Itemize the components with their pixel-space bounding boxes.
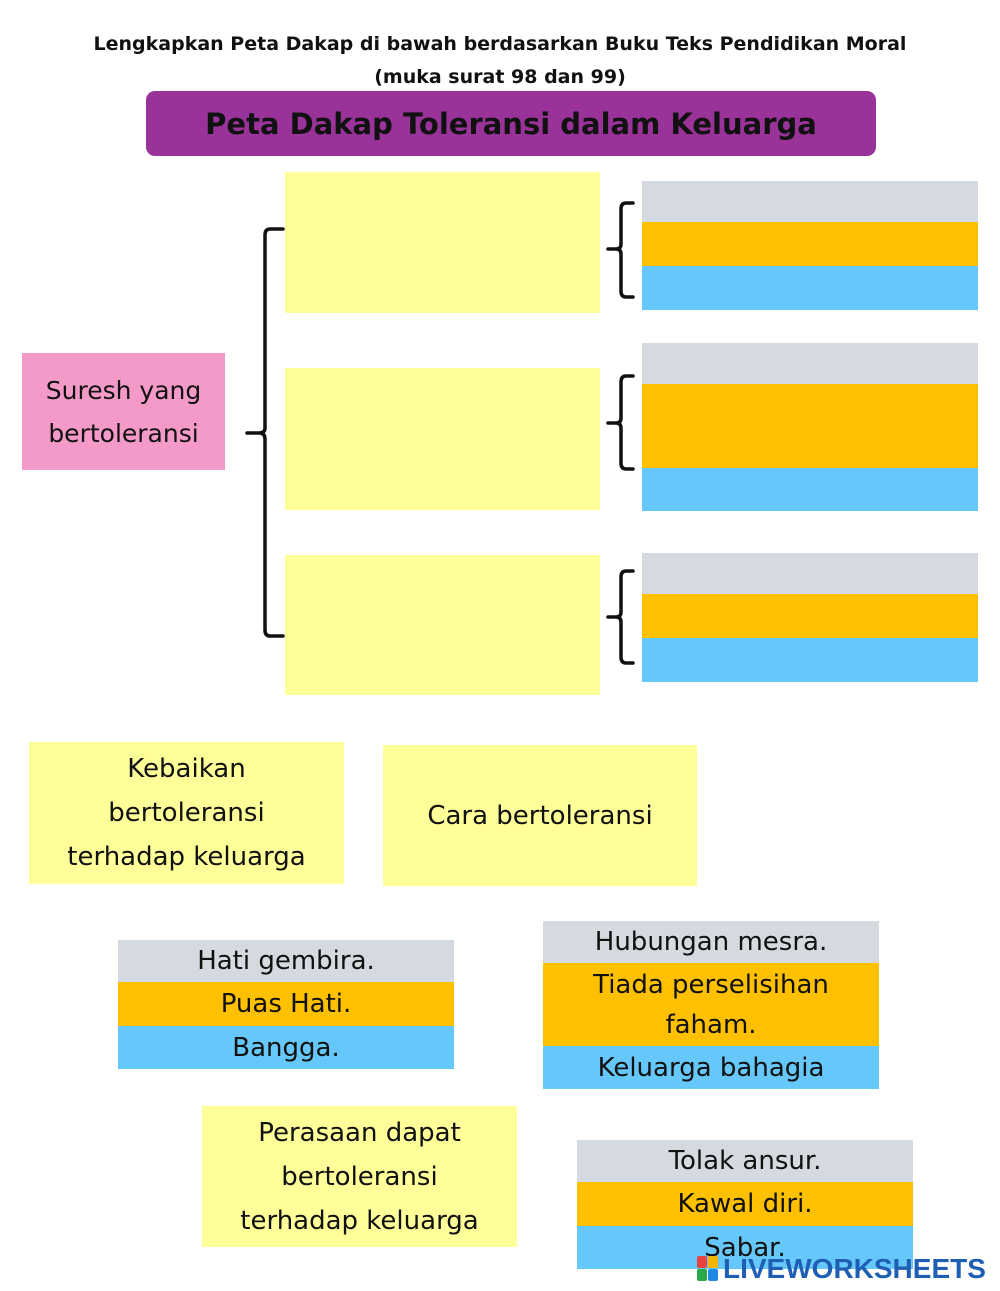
- card-perasaan-line-2: bertoleransi: [281, 1161, 438, 1192]
- card-kebaikan-line-2: bertoleransi: [108, 798, 265, 828]
- feelings-item-1: Hati gembira.: [118, 940, 454, 982]
- card-kebaikan-line-3: terhadap keluarga: [67, 842, 306, 872]
- answer-slot-3-orange[interactable]: [642, 594, 978, 638]
- instructions-line-2: (muka surat 98 dan 99): [374, 66, 626, 88]
- answer-slot-group-1[interactable]: [642, 181, 978, 310]
- bracket-1: [606, 201, 635, 299]
- instructions: Lengkapkan Peta Dakap di bawah berdasark…: [60, 28, 940, 94]
- card-cara-bertoleransi[interactable]: Cara bertoleransi: [383, 745, 697, 886]
- center-topic-line-2: bertoleransi: [48, 418, 199, 448]
- bracket-2: [606, 374, 635, 471]
- drop-zone-category-3[interactable]: [285, 555, 600, 695]
- card-feelings-set[interactable]: Hati gembira. Puas Hati. Bangga.: [118, 940, 454, 1069]
- card-kebaikan-bertoleransi[interactable]: Kebaikan bertoleransi terhadap keluarga: [29, 742, 344, 884]
- drop-zone-category-1[interactable]: [285, 172, 600, 313]
- benefits-item-2: Tiada perselisihan faham.: [543, 963, 879, 1046]
- center-topic: Suresh yang bertoleransi: [22, 353, 225, 470]
- instructions-line-1: Lengkapkan Peta Dakap di bawah berdasark…: [93, 33, 907, 55]
- card-perasaan-bertoleransi[interactable]: Perasaan dapat bertoleransi terhadap kel…: [202, 1106, 517, 1247]
- feelings-item-2: Puas Hati.: [118, 982, 454, 1026]
- answer-slot-1-orange[interactable]: [642, 222, 978, 266]
- main-bracket: [245, 227, 285, 638]
- benefits-item-3: Keluarga bahagia: [543, 1046, 879, 1089]
- answer-slot-2-grey[interactable]: [642, 343, 978, 384]
- benefits-item-1: Hubungan mesra.: [543, 921, 879, 963]
- liveworksheets-brand: LIVEWORKSHEETS: [723, 1253, 986, 1284]
- center-topic-line-1: Suresh yang: [45, 375, 202, 405]
- liveworksheets-watermark: LIVEWORKSHEETS: [697, 1252, 986, 1286]
- answer-slot-group-3[interactable]: [642, 553, 978, 682]
- card-cara-line-1: Cara bertoleransi: [427, 800, 653, 831]
- card-kebaikan-line-1: Kebaikan: [127, 754, 246, 784]
- ways-item-2: Kawal diri.: [577, 1182, 913, 1226]
- card-perasaan-line-1: Perasaan dapat: [258, 1117, 461, 1148]
- feelings-item-3: Bangga.: [118, 1026, 454, 1069]
- answer-slot-group-2[interactable]: [642, 343, 978, 511]
- answer-slot-2-blue[interactable]: [642, 468, 978, 511]
- drop-zone-category-2[interactable]: [285, 368, 600, 510]
- card-benefits-set[interactable]: Hubungan mesra. Tiada perselisihan faham…: [543, 921, 879, 1089]
- answer-slot-3-blue[interactable]: [642, 638, 978, 682]
- answer-slot-2-orange[interactable]: [642, 384, 978, 468]
- card-perasaan-line-3: terhadap keluarga: [240, 1205, 479, 1236]
- worksheet-title: Peta Dakap Toleransi dalam Keluarga: [146, 91, 876, 156]
- answer-slot-1-blue[interactable]: [642, 266, 978, 310]
- bracket-3: [606, 569, 635, 665]
- answer-slot-3-grey[interactable]: [642, 553, 978, 594]
- ways-item-1: Tolak ansur.: [577, 1140, 913, 1182]
- liveworksheets-logo-icon: [697, 1256, 719, 1282]
- card-ways-set[interactable]: Tolak ansur. Kawal diri. Sabar.: [577, 1140, 913, 1269]
- answer-slot-1-grey[interactable]: [642, 181, 978, 222]
